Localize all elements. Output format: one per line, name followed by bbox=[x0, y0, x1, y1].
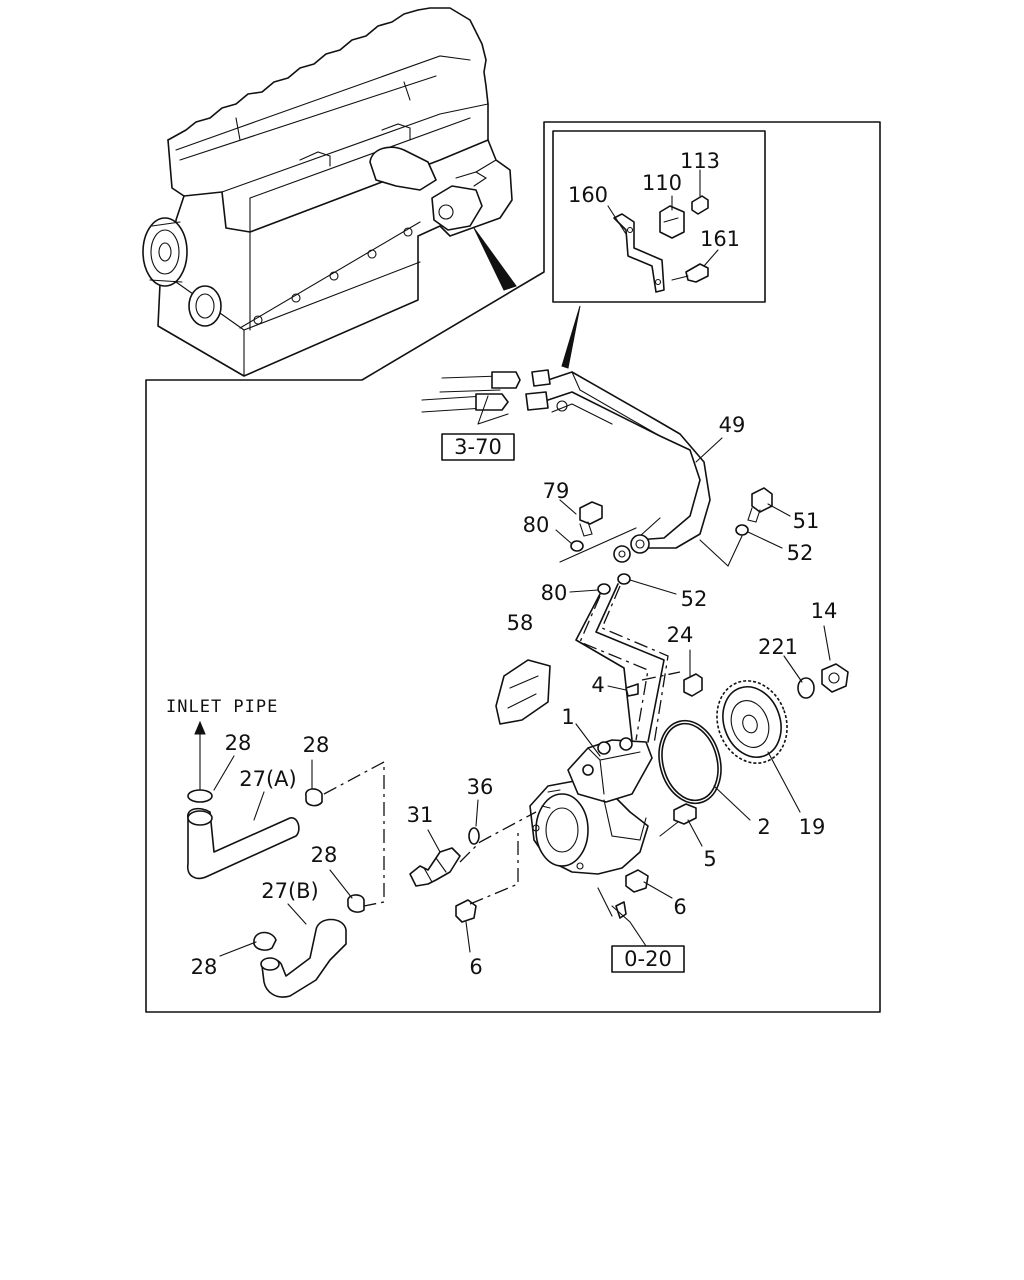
callout-27a: 27(A) bbox=[239, 767, 296, 791]
inset-pointer-arrow bbox=[561, 305, 581, 369]
bolt-5 bbox=[659, 803, 697, 837]
callout-4: 4 bbox=[591, 673, 604, 697]
bolt-24 bbox=[683, 673, 703, 697]
inlet-pipe-label: INLET PIPE bbox=[166, 697, 278, 717]
bolt-51 bbox=[747, 487, 773, 523]
ref-3-70: 3-70 bbox=[454, 435, 502, 459]
injection-pipe-assembly bbox=[421, 369, 711, 743]
callout-79: 79 bbox=[543, 479, 570, 503]
callout-24: 24 bbox=[667, 623, 694, 647]
callout-52-upper: 52 bbox=[787, 541, 814, 565]
diagram-border bbox=[145, 121, 881, 1013]
nut-14 bbox=[821, 663, 849, 693]
callout-110: 110 bbox=[642, 171, 682, 195]
callout-52-lower: 52 bbox=[681, 587, 708, 611]
nut-6a bbox=[625, 869, 649, 893]
hose-27a bbox=[186, 807, 300, 880]
callout-58: 58 bbox=[507, 611, 534, 635]
o-ring-2 bbox=[658, 719, 722, 805]
engine-block-illustration bbox=[142, 7, 517, 377]
ref-0-20: 0-20 bbox=[624, 947, 672, 971]
callout-36: 36 bbox=[467, 775, 494, 799]
callout-51: 51 bbox=[793, 509, 820, 533]
alignment-line-c bbox=[469, 832, 519, 905]
alignment-line-e bbox=[601, 585, 669, 745]
clamp-28c bbox=[347, 894, 365, 913]
washer-80b bbox=[597, 583, 611, 595]
nut-6b bbox=[455, 899, 477, 923]
washer-52a bbox=[735, 524, 749, 536]
alignment-line-d bbox=[579, 595, 649, 741]
ref-guide-0-20 bbox=[611, 905, 647, 947]
callout-19: 19 bbox=[799, 815, 826, 839]
alignment-line-a bbox=[323, 760, 385, 907]
callout-113: 113 bbox=[680, 149, 720, 173]
ref-box-0-20 bbox=[611, 945, 685, 973]
callout-28-d: 28 bbox=[191, 955, 218, 979]
callout-6-right: 6 bbox=[673, 895, 686, 919]
o-ring-36 bbox=[468, 827, 480, 845]
callout-221: 221 bbox=[758, 635, 798, 659]
callout-28-b: 28 bbox=[303, 733, 330, 757]
washer-52b bbox=[617, 573, 631, 585]
callout-5: 5 bbox=[703, 847, 716, 871]
clamp-28b bbox=[305, 788, 323, 807]
callout-27b: 27(B) bbox=[261, 879, 319, 903]
cover-58 bbox=[495, 659, 551, 725]
inset-box bbox=[552, 130, 766, 303]
pointer-arrow bbox=[473, 227, 517, 291]
alignment-line-b bbox=[459, 811, 537, 863]
gear-19 bbox=[716, 680, 788, 764]
key-0-20 bbox=[615, 901, 627, 919]
fuel-pump-1 bbox=[529, 737, 653, 875]
clamp-28d bbox=[253, 931, 277, 951]
callout-2: 2 bbox=[757, 815, 770, 839]
callout-1: 1 bbox=[561, 705, 574, 729]
clamp-28a bbox=[187, 789, 213, 803]
fitting-31 bbox=[409, 847, 461, 887]
callout-6-left: 6 bbox=[469, 955, 482, 979]
hose-27b bbox=[260, 918, 347, 998]
callout-80-upper: 80 bbox=[523, 513, 550, 537]
washer-221 bbox=[797, 677, 815, 699]
callout-28-c: 28 bbox=[311, 843, 338, 867]
ref-guide-80 bbox=[559, 527, 637, 563]
callout-49: 49 bbox=[719, 413, 746, 437]
callout-80-lower: 80 bbox=[541, 581, 568, 605]
callout-160: 160 bbox=[568, 183, 608, 207]
inlet-arrow-head bbox=[194, 720, 206, 735]
ref-guide-52 bbox=[699, 535, 743, 567]
pin-4 bbox=[625, 683, 639, 697]
bolt-79 bbox=[579, 501, 603, 537]
callout-28-a: 28 bbox=[225, 731, 252, 755]
washer-80a bbox=[570, 540, 584, 552]
callout-161: 161 bbox=[700, 227, 740, 251]
alignment-line-f bbox=[641, 671, 681, 681]
callout-31: 31 bbox=[407, 803, 434, 827]
leader-lines bbox=[213, 169, 831, 957]
ref-box-3-70 bbox=[441, 433, 515, 461]
callout-14: 14 bbox=[811, 599, 838, 623]
bracket-assembly-illustration bbox=[613, 195, 709, 293]
ref-guide-3-70 bbox=[477, 395, 509, 425]
